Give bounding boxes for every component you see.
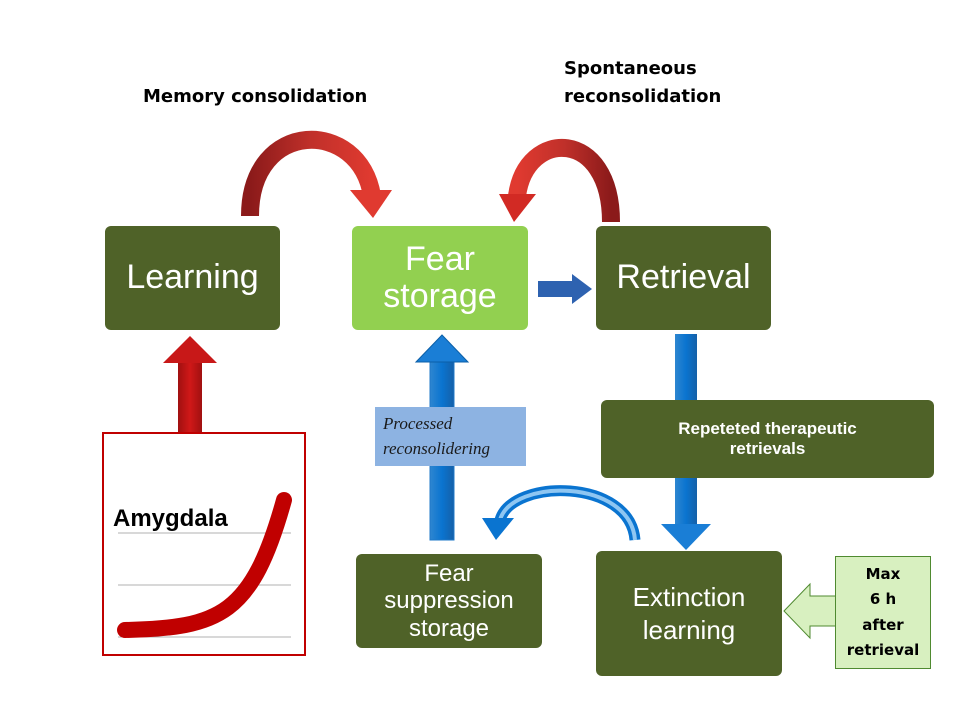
max-line4: retrieval: [846, 641, 920, 659]
extinction-line2: learning: [642, 614, 736, 645]
amygdala-label: Amygdala: [113, 505, 228, 532]
retrieval-box: Retrieval: [596, 226, 771, 330]
amygdala-to-learning-arrow: [163, 336, 217, 432]
extinction-to-suppression-arrow: [482, 485, 641, 541]
processed-reconsolidering-note: Processed reconsolidering: [375, 407, 526, 466]
amygdala-line: [117, 492, 292, 638]
repeated-line2: retrievals: [729, 439, 806, 458]
repeated-line1: Repeteted therapeutic: [678, 418, 857, 438]
fear-suppression-line1: Fear: [424, 559, 474, 587]
memory-consolidation-text: Memory consolidation: [143, 86, 368, 107]
fear-suppression-line2: suppression: [384, 587, 514, 615]
max-line1: Max: [865, 564, 901, 583]
spontaneous-line1: Spontaneous: [564, 58, 697, 79]
extinction-line1: Extinction: [632, 582, 746, 612]
spontaneous-reconsolidation-label: Spontaneous reconsolidation: [564, 55, 721, 111]
memory-consolidation-arrow: [241, 130, 392, 218]
fear-suppression-box: Fear suppression storage: [356, 554, 542, 648]
max-time-box: Max 6 h after retrieval: [835, 556, 931, 669]
max-line3: after: [862, 615, 904, 634]
repeated-to-extinction-arrow: [661, 478, 711, 550]
fear-storage-box: Fear storage: [352, 226, 528, 330]
retrieval-to-repeated-arrow: [675, 334, 697, 400]
learning-text: Learning: [126, 258, 259, 297]
fear-storage-line1: Fear: [405, 239, 475, 278]
retrieval-text: Retrieval: [616, 258, 751, 297]
max-line2: 6 h: [869, 590, 897, 608]
extinction-learning-box: Extinction learning: [596, 551, 782, 676]
note-line1: Processed: [383, 414, 453, 433]
learning-box: Learning: [105, 226, 280, 330]
fear-to-retrieval-arrow: [538, 274, 592, 304]
spontaneous-reconsolidation-arrow: [499, 138, 620, 223]
spontaneous-line2: reconsolidation: [564, 85, 722, 107]
fear-storage-line2: storage: [383, 277, 497, 315]
repeated-retrievals-box: Repeteted therapeutic retrievals: [601, 400, 934, 478]
memory-consolidation-label: Memory consolidation: [143, 83, 367, 111]
fear-suppression-line3: storage: [408, 614, 490, 642]
note-line2: reconsolidering: [383, 438, 491, 458]
